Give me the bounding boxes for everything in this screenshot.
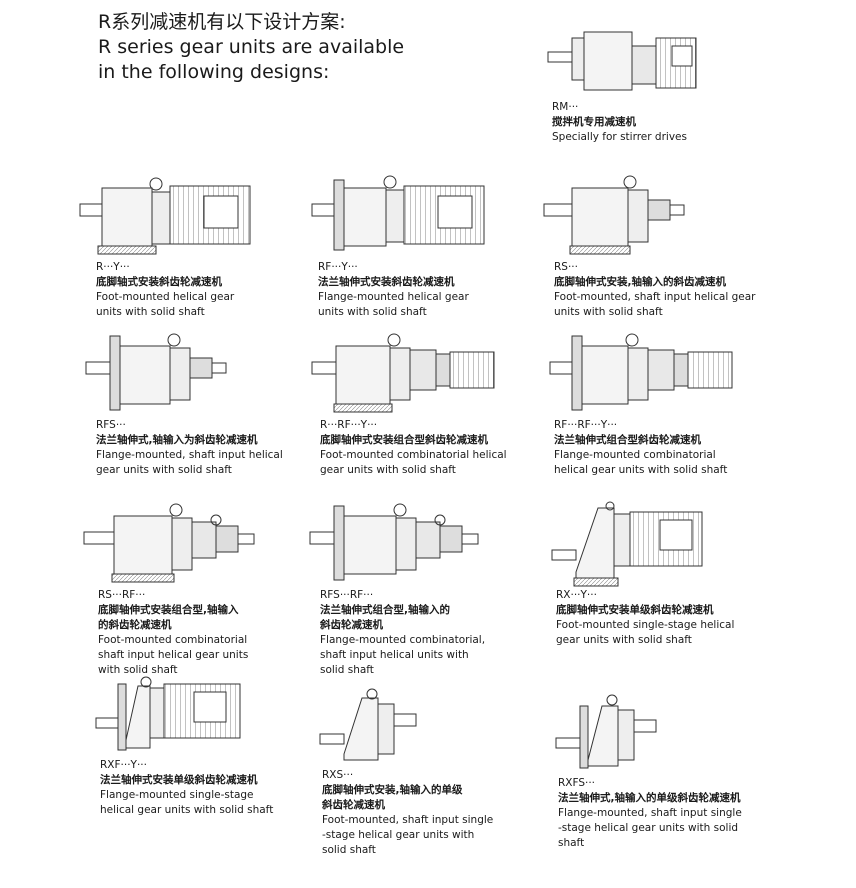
design-r-rf-y: R···RF···Y··· 底脚轴伸式安装组合型斜齿轮减速机 Foot-moun… [308,330,508,478]
design-cn: 搅拌机专用减速机 [552,116,636,128]
design-en: Flange-mounted, shaft input helical [96,449,283,461]
design-code: RXFS··· [558,777,596,789]
design-en: units with solid shaft [96,306,205,318]
r-rf-y-gear-drawing [311,333,495,413]
design-en: -stage helical gear units with solid [558,822,739,834]
design-code: RFS··· [96,419,126,431]
design-cn-2: 斜齿轮减速机 [322,799,385,811]
design-en: with solid shaft [98,664,178,676]
design-cn: 底脚轴伸式安装,轴输入的斜齿减速机 [554,276,726,288]
design-code: RM··· [552,101,579,113]
design-en: Flange-mounted single-stage [100,789,254,801]
design-en: helical gear units with solid shaft [100,804,274,816]
header-title-cn: R系列减速机有以下设计方案: [98,11,346,33]
design-code: RF···RF···Y··· [554,419,618,431]
rs-gear-drawing [543,175,685,255]
design-rm: RM··· 搅拌机专用减速机 Specially for stirrer dri… [540,18,710,145]
design-rfs-rf: RFS···RF··· 法兰轴伸式组合型,轴输入的 斜齿轮减速机 Flange-… [306,500,506,678]
design-en: Flange-mounted combinatorial, [320,634,486,646]
design-rxfs: RXFS··· 法兰轴伸式,轴输入的单级斜齿轮减速机 Flange-mounte… [552,680,742,851]
design-code: RS···RF··· [98,589,146,601]
design-rfs: RFS··· 法兰轴伸式,轴输入为斜齿轮减速机 Flange-mounted, … [82,330,283,478]
design-en: Flange-mounted combinatorial [554,449,716,461]
design-code: R···RF···Y··· [320,419,378,431]
design-rx-y: RX···Y··· 底脚轴伸式安装单级斜齿轮减速机 Foot-mounted s… [548,500,734,648]
design-cn: 底脚轴伸式安装,轴输入的单级 [322,784,463,796]
design-en: Flange-mounted, shaft input single [558,807,742,819]
design-en: units with solid shaft [554,306,663,318]
design-cn: 法兰轴伸式安装单级斜齿轮减速机 [100,774,258,786]
rxs-gear-drawing [319,688,417,761]
design-rxf-y: RXF···Y··· 法兰轴伸式安装单级斜齿轮减速机 Flange-mounte… [90,670,273,818]
design-en: solid shaft [320,664,374,676]
design-cn: 法兰轴伸式组合型,轴输入的 [320,604,450,616]
rxfs-gear-drawing [555,694,657,769]
design-en: helical gear units with solid shaft [554,464,728,476]
design-cn: 法兰轴伸式,轴输入的单级斜齿轮减速机 [558,792,741,804]
design-en: shaft input helical gear units [98,649,249,661]
rm-gear-drawing [547,31,697,91]
header-title-en-2: in the following designs: [98,61,330,83]
design-en: gear units with solid shaft [320,464,456,476]
design-en: -stage helical gear units with [322,829,475,841]
design-en: Foot-mounted, shaft input helical gear [554,291,756,303]
r-y-gear-drawing [79,177,251,255]
design-en: gear units with solid shaft [556,634,692,646]
design-cn: 法兰轴伸式,轴输入为斜齿轮减速机 [96,434,258,446]
design-en: Specially for stirrer drives [552,131,687,143]
design-rxs: RXS··· 底脚轴伸式安装,轴输入的单级 斜齿轮减速机 Foot-mounte… [316,680,493,858]
design-code: RX···Y··· [556,589,597,601]
design-code: R···Y··· [96,261,130,273]
design-cn: 底脚轴伸式安装单级斜齿轮减速机 [556,604,714,616]
design-cn: 底脚轴式安装斜齿轮减速机 [96,276,222,288]
rfs-rf-gear-drawing [309,503,479,581]
design-en: Foot-mounted helical gear [96,291,235,303]
design-rs-rf: RS···RF··· 底脚轴伸式安装组合型,轴输入 的斜齿轮减速机 Foot-m… [80,500,280,678]
design-cn: 底脚轴伸式安装组合型,轴输入 [98,604,239,616]
design-en: gear units with solid shaft [96,464,232,476]
rs-rf-gear-drawing [83,503,255,583]
design-code: RFS···RF··· [320,589,374,601]
design-en: shaft [558,837,585,849]
design-cn: 底脚轴伸式安装组合型斜齿轮减速机 [320,434,488,446]
design-code: RXS··· [322,769,354,781]
design-code: RS··· [554,261,578,273]
design-en: Foot-mounted, shaft input single [322,814,494,826]
rxf-y-gear-drawing [95,676,241,751]
design-en: Foot-mounted single-stage helical [556,619,735,631]
rf-rf-y-gear-drawing [549,333,733,411]
design-en: Flange-mounted helical gear [318,291,469,303]
design-rf-y: RF···Y··· 法兰轴伸式安装斜齿轮减速机 Flange-mounted h… [310,172,495,320]
rfs-gear-drawing [85,333,227,411]
design-cn-2: 斜齿轮减速机 [320,619,383,631]
design-code: RF···Y··· [318,261,358,273]
design-rs: RS··· 底脚轴伸式安装,轴输入的斜齿减速机 Foot-mounted, sh… [540,172,755,320]
rx-y-gear-drawing [551,501,703,587]
page-header: R系列减速机有以下设计方案: R series gear units are a… [98,10,404,85]
design-en: shaft input helical units with [320,649,469,661]
design-en: Foot-mounted combinatorial [98,634,248,646]
design-en: units with solid shaft [318,306,427,318]
design-cn-2: 的斜齿轮减速机 [98,619,172,631]
design-rf-rf-y: RF···RF···Y··· 法兰轴伸式组合型斜齿轮减速机 Flange-mou… [548,330,748,478]
rf-y-gear-drawing [311,175,485,251]
design-cn: 法兰轴伸式安装斜齿轮减速机 [318,276,455,288]
design-cn: 法兰轴伸式组合型斜齿轮减速机 [554,434,701,446]
design-code: RXF···Y··· [100,759,147,771]
design-en: solid shaft [322,844,376,856]
header-title-en-1: R series gear units are available [98,36,405,58]
design-r-y: R···Y··· 底脚轴式安装斜齿轮减速机 Foot-mounted helic… [78,172,273,320]
design-en: Foot-mounted combinatorial helical [320,449,507,461]
